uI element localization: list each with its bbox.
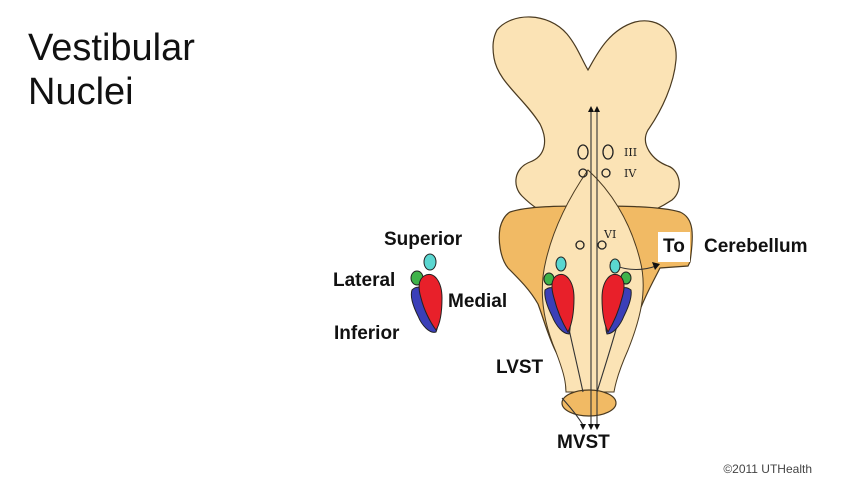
copyright-notice: ©2011 UTHealth <box>723 462 812 476</box>
title-line-1: Vestibular <box>28 27 195 69</box>
slide-title: Vestibular Nuclei <box>28 26 195 114</box>
legend-medial-nucleus <box>418 274 443 331</box>
label-medial: Medial <box>448 291 508 312</box>
right-vestibular-nuclei <box>601 258 632 335</box>
label-lvst: LVST <box>496 357 544 378</box>
midbrain-shape <box>492 16 680 217</box>
oculomotor-nuclei <box>577 144 614 160</box>
label-cranial-nerve-iv: IV <box>624 167 637 180</box>
label-to-cerebellum-to: To <box>663 236 685 257</box>
cerebellum-label-box <box>658 232 690 262</box>
label-cranial-nerve-iii: III <box>624 146 638 159</box>
label-inferior: Inferior <box>334 323 400 344</box>
spinal-cord-section <box>561 389 617 417</box>
tract-arrowheads <box>580 106 660 430</box>
title-line-2: Nuclei <box>28 71 134 113</box>
label-lateral: Lateral <box>333 270 396 291</box>
label-superior: Superior <box>384 229 463 250</box>
label-to-cerebellum: Cerebellum <box>704 236 808 257</box>
label-cranial-nerve-vi: VI <box>604 228 617 241</box>
legend-superior-nucleus <box>423 253 437 271</box>
legend-nuclei <box>410 253 443 333</box>
left-vestibular-nuclei <box>543 256 575 335</box>
label-mvst: MVST <box>557 432 610 453</box>
trochlear-nuclei <box>578 168 611 178</box>
abducens-nuclei <box>575 240 607 250</box>
